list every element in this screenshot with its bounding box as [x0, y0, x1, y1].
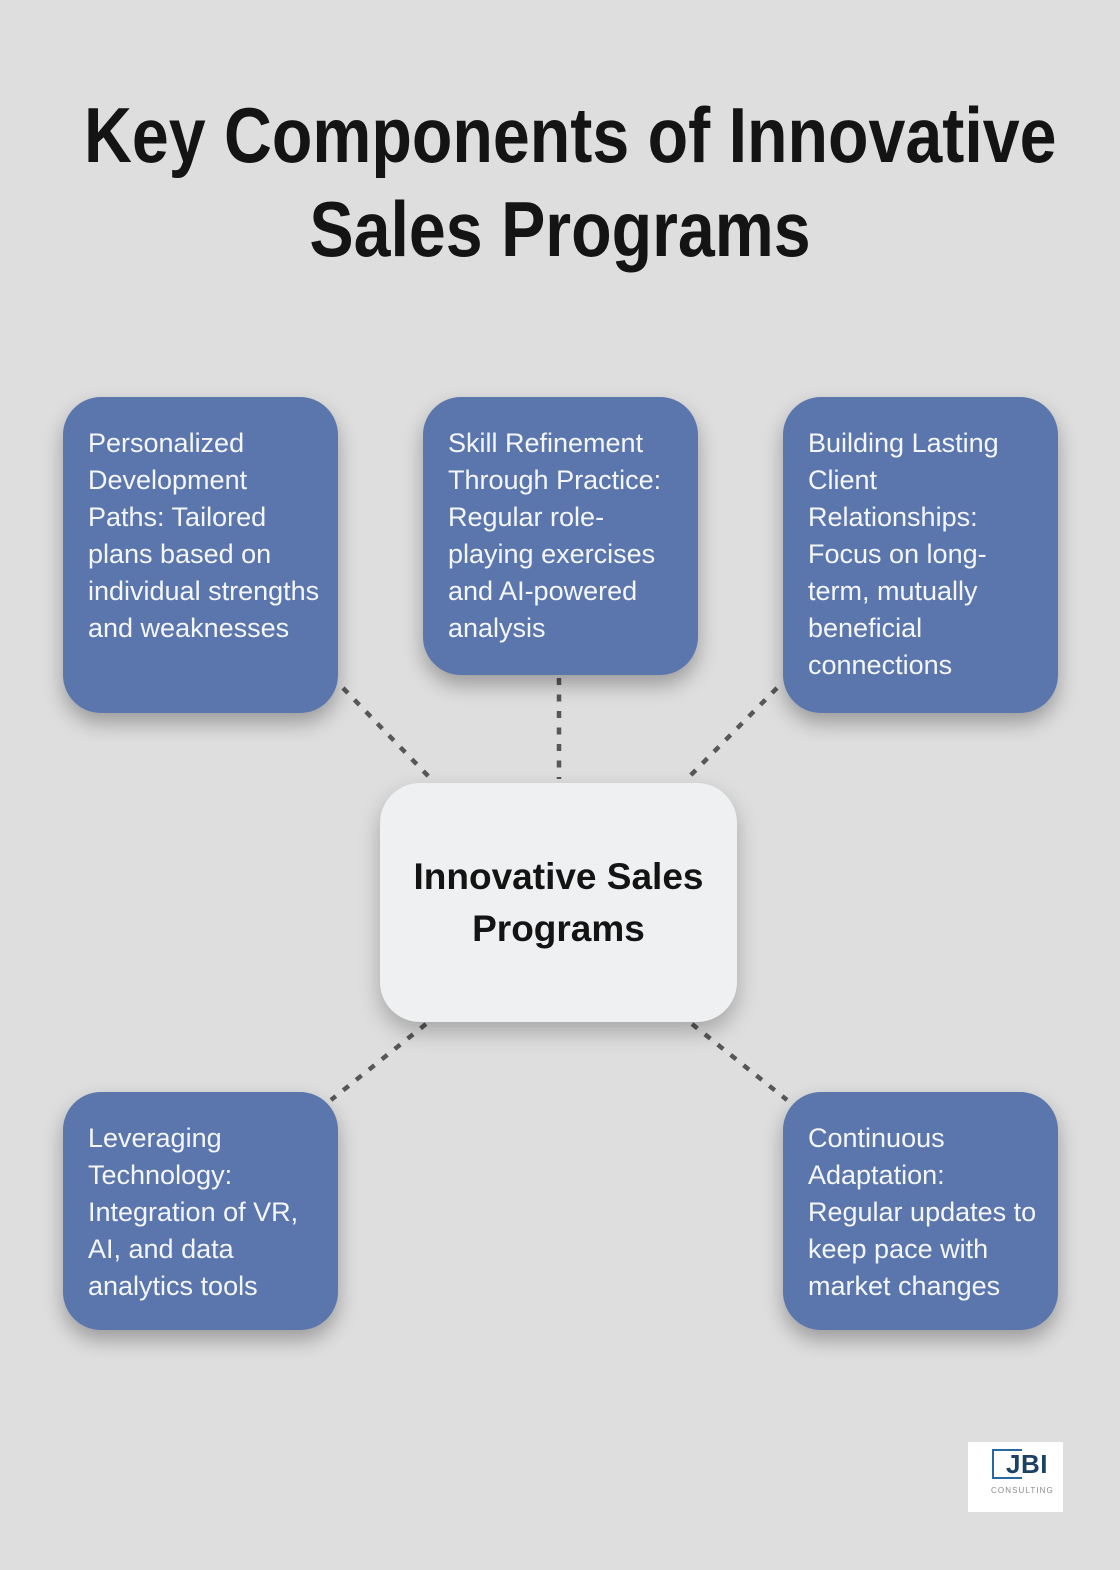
- jbi-logo-caption: CONSULTING: [991, 1486, 1054, 1495]
- page-title: Key Components of Innovative Sales Progr…: [84, 88, 1057, 276]
- page-title-line-1: Key Components of Innovative: [84, 91, 1057, 179]
- jbi-logo-name: JBI: [1004, 1449, 1050, 1479]
- node-personalized-development: Personalized Development Paths: Tailored…: [63, 397, 338, 713]
- center-node: Innovative Sales Programs: [380, 783, 737, 1022]
- page-title-line-2: Sales Programs: [309, 185, 811, 273]
- connector-personalized-to-center: [341, 686, 434, 782]
- node-continuous-adaptation: Continuous Adaptation: Regular updates t…: [783, 1092, 1058, 1330]
- connector-center-to-adaptation: [690, 1022, 789, 1102]
- connector-center-to-technology: [329, 1022, 428, 1102]
- node-client-relationships: Building Lasting Client Relationships: F…: [783, 397, 1058, 713]
- node-leveraging-technology: Leveraging Technology: Integration of VR…: [63, 1092, 338, 1330]
- node-skill-refinement: Skill Refinement Through Practice: Regul…: [423, 397, 698, 675]
- connector-relationships-to-center: [684, 686, 779, 782]
- jbi-logo: JBI CONSULTING: [968, 1442, 1063, 1512]
